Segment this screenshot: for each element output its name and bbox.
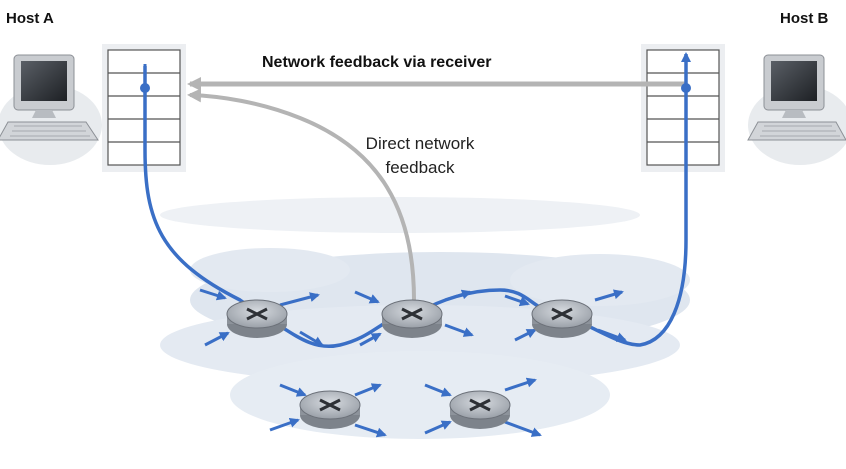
host-b-computer-icon [747, 54, 846, 165]
router-icon [449, 390, 511, 429]
host-b-buffer-icon [641, 44, 725, 172]
host-b-buffer-dot [681, 83, 691, 93]
traffic-arrows [199, 288, 627, 438]
router-icon [381, 299, 443, 338]
direct-feedback-arrow [187, 88, 416, 301]
host-a-label: Host A [6, 10, 54, 27]
router-icon [299, 390, 361, 429]
host-b-label: Host B [780, 10, 829, 27]
direct-feedback-label-line2: feedback [385, 158, 455, 177]
receiver-feedback-label: Network feedback via receiver [262, 54, 492, 71]
router-icon [226, 299, 288, 338]
router-icon [531, 299, 593, 338]
direct-feedback-label: Direct network feedback [330, 132, 510, 180]
host-a-computer-icon [0, 54, 102, 165]
direct-feedback-label-line1: Direct network [365, 134, 475, 153]
